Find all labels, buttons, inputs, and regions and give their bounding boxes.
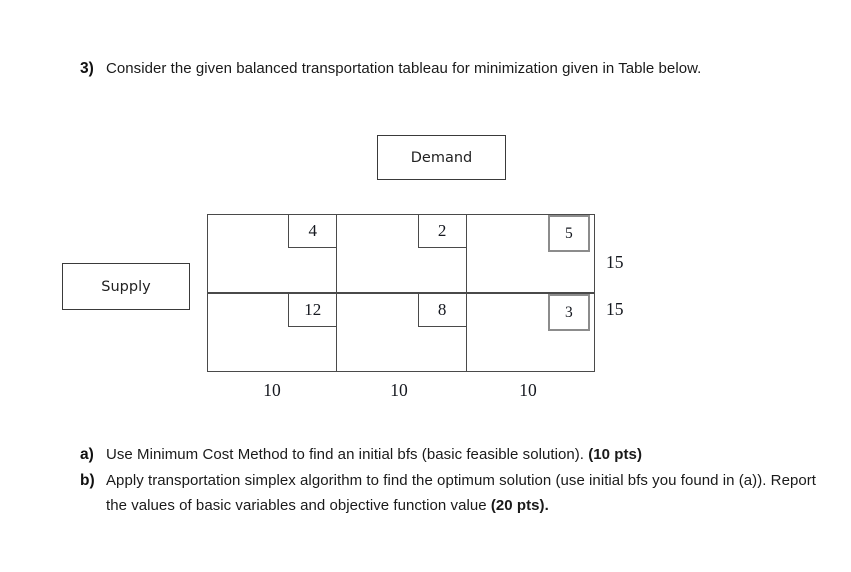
demand-value: 10	[263, 380, 281, 400]
cost-box: 5	[547, 215, 590, 252]
demand-value: 10	[390, 380, 408, 400]
subquestion-points: (10 pts)	[588, 446, 642, 463]
question-stem: 3) Consider the given balanced transport…	[80, 56, 810, 82]
demand-value: 10	[519, 380, 537, 400]
supply-value: 15	[606, 252, 624, 272]
tableau-cell: 12	[207, 293, 337, 372]
question-stem-row: 3) Consider the given balanced transport…	[80, 56, 810, 82]
tableau-cell: 2	[336, 214, 466, 293]
subquestion-letter: a)	[80, 446, 94, 463]
subquestion-b: b) Apply transportation simplex algorith…	[80, 468, 820, 518]
supply-value: 15	[606, 299, 624, 319]
subquestion-body: Apply transportation simplex algorithm t…	[106, 468, 820, 518]
subquestion-text: Use Minimum Cost Method to find an initi…	[106, 446, 589, 463]
tableau-cell: 4	[207, 214, 337, 293]
subquestion-points: (20 pts).	[490, 497, 549, 514]
subquestion-body: Use Minimum Cost Method to find an initi…	[106, 442, 642, 467]
tableau-cell: 8	[336, 293, 466, 372]
subquestion-letter: b)	[80, 472, 95, 489]
demand-label-box: Demand	[377, 135, 506, 180]
supply-label-box: Supply	[62, 263, 190, 310]
cost-box: 4	[288, 215, 337, 248]
supply-label: Supply	[101, 278, 151, 295]
cost-box: 8	[417, 294, 466, 327]
transportation-tableau: 4 2 5 12 8 3	[207, 214, 595, 372]
tableau-cell: 5	[465, 214, 595, 293]
question-number: 3)	[80, 60, 94, 77]
cost-box: 2	[417, 215, 466, 248]
question-text: Consider the given balanced transportati…	[106, 60, 702, 77]
subquestion-list: a) Use Minimum Cost Method to find an in…	[80, 442, 820, 519]
tableau-row: 12 8 3	[207, 293, 595, 372]
tableau-cell: 3	[465, 293, 595, 372]
demand-label: Demand	[410, 149, 473, 166]
subquestion-text: Apply transportation simplex algorithm t…	[106, 472, 817, 514]
cost-box: 12	[288, 294, 337, 327]
cost-box: 3	[547, 294, 590, 331]
subquestion-a: a) Use Minimum Cost Method to find an in…	[80, 442, 820, 467]
tableau-row: 4 2 5	[207, 214, 595, 293]
